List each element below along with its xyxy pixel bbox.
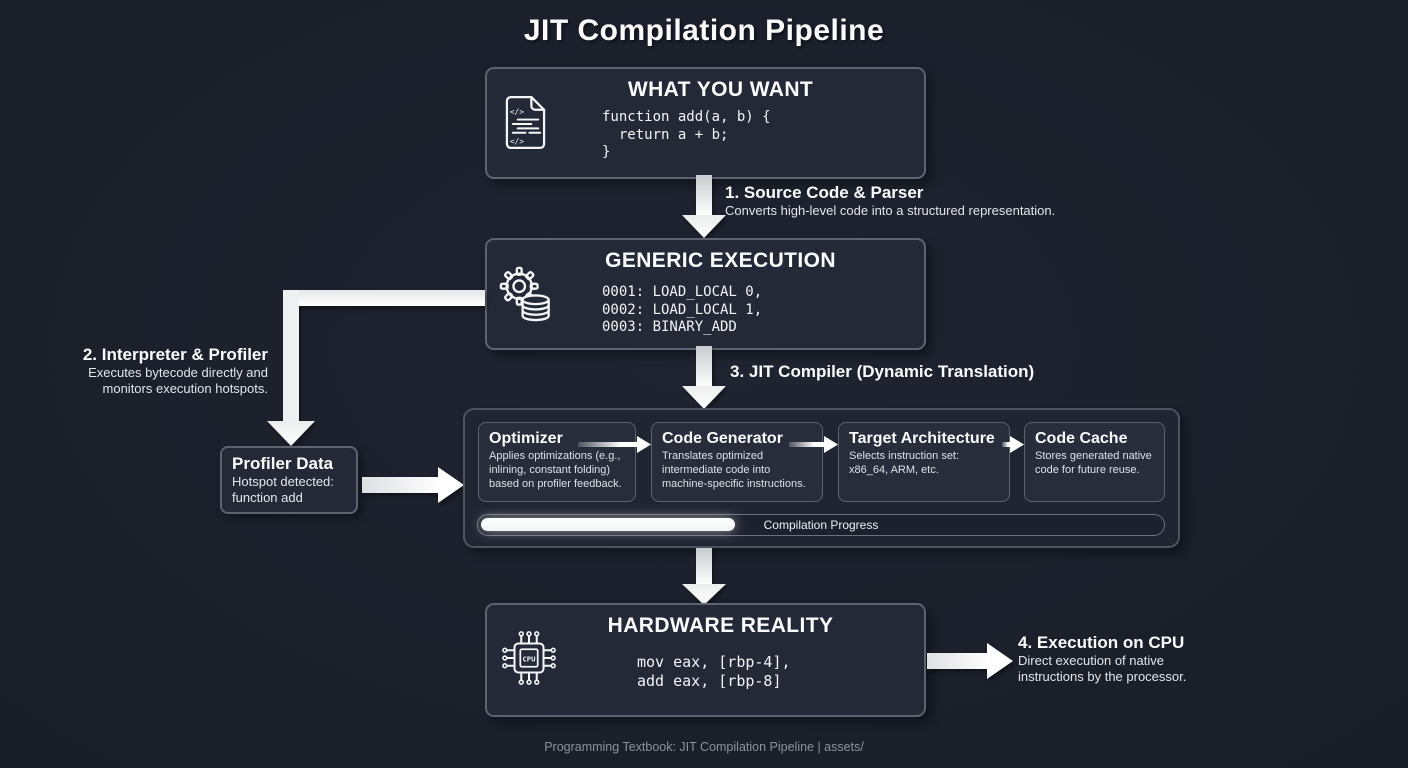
bytecode-box-title: GENERIC EXECUTION: [605, 249, 836, 272]
progress-fill: [481, 518, 735, 531]
source-code-box: </> </> WHAT YOU WANT function add(a, b)…: [485, 67, 926, 179]
step3-label: 3. JIT Compiler (Dynamic Translation): [730, 362, 1034, 382]
step4-desc-line2: instructions by the processor.: [1018, 669, 1187, 685]
profiler-desc-line2: function add: [232, 489, 303, 505]
cpu-chip-icon: CPU: [500, 626, 558, 690]
jit-stage-optimizer: Optimizer Applies optimizations (e.g., i…: [478, 422, 636, 502]
svg-text:</>: </>: [510, 137, 524, 146]
hardware-box: CPU HARDWARE REALITY mov eax, [rbp-4], a…: [485, 603, 926, 717]
hardware-box-title: HARDWARE REALITY: [607, 614, 834, 637]
code-file-icon: </> </>: [503, 94, 548, 151]
code-cache-title: Code Cache: [1035, 430, 1128, 447]
jit-stage-code-cache: Code Cache Stores generated native code …: [1024, 422, 1165, 502]
step4-label: 4. Execution on CPU Direct execution of …: [1018, 633, 1186, 685]
source-code-snippet: function add(a, b) { return a + b; }: [602, 109, 771, 161]
step2-label: 2. Interpreter & Profiler Executes bytec…: [60, 345, 268, 397]
bytecode-snippet: 0001: LOAD_LOCAL 0, 0002: LOAD_LOCAL 1, …: [602, 284, 763, 336]
code-cache-desc: Stores generated native code for future …: [1035, 450, 1152, 476]
step4-desc-line1: Direct execution of native: [1018, 653, 1164, 668]
step1-desc: Converts high-level code into a structur…: [725, 203, 1056, 218]
hardware-asm-snippet: mov eax, [rbp-4], add eax, [rbp-8]: [637, 653, 791, 690]
jit-stage-target-architecture: Target Architecture Selects instruction …: [838, 422, 1010, 502]
step2-title: 2. Interpreter & Profiler: [82, 345, 268, 364]
bytecode-box: GENERIC EXECUTION 0001: LOAD_LOCAL 0, 00…: [485, 238, 926, 350]
footer-caption: Programming Textbook: JIT Compilation Pi…: [544, 740, 864, 754]
page-title: JIT Compilation Pipeline: [523, 14, 885, 47]
code-generator-title: Code Generator: [662, 430, 783, 447]
compilation-progress-bar: Compilation Progress: [477, 514, 1165, 536]
step3-title: 3. JIT Compiler (Dynamic Translation): [730, 362, 1035, 381]
target-architecture-title: Target Architecture: [849, 430, 995, 447]
optimizer-desc: Applies optimizations (e.g., inlining, c…: [489, 450, 622, 490]
optimizer-title: Optimizer: [489, 430, 563, 447]
profiler-data-box: Profiler Data Hotspot detected: function…: [220, 446, 358, 514]
step2-desc: Executes bytecode directly and monitors …: [88, 365, 268, 397]
source-box-title: WHAT YOU WANT: [627, 78, 814, 101]
profiler-title: Profiler Data: [232, 454, 334, 473]
progress-label: Compilation Progress: [763, 518, 879, 532]
code-generator-desc: Translates optimized intermediate code i…: [662, 450, 806, 490]
profiler-desc-line1: Hotspot detected:: [232, 474, 334, 489]
svg-text:</>: </>: [510, 108, 524, 117]
step4-title: 4. Execution on CPU: [1018, 633, 1185, 652]
jit-stage-code-generator: Code Generator Translates optimized inte…: [651, 422, 823, 502]
gear-database-icon: [497, 262, 553, 324]
step1-title: 1. Source Code & Parser: [725, 183, 924, 202]
target-architecture-desc: Selects instruction set: x86_64, ARM, et…: [849, 450, 960, 476]
svg-text:CPU: CPU: [522, 654, 535, 663]
step1-label: 1. Source Code & Parser Converts high-le…: [725, 183, 1055, 219]
